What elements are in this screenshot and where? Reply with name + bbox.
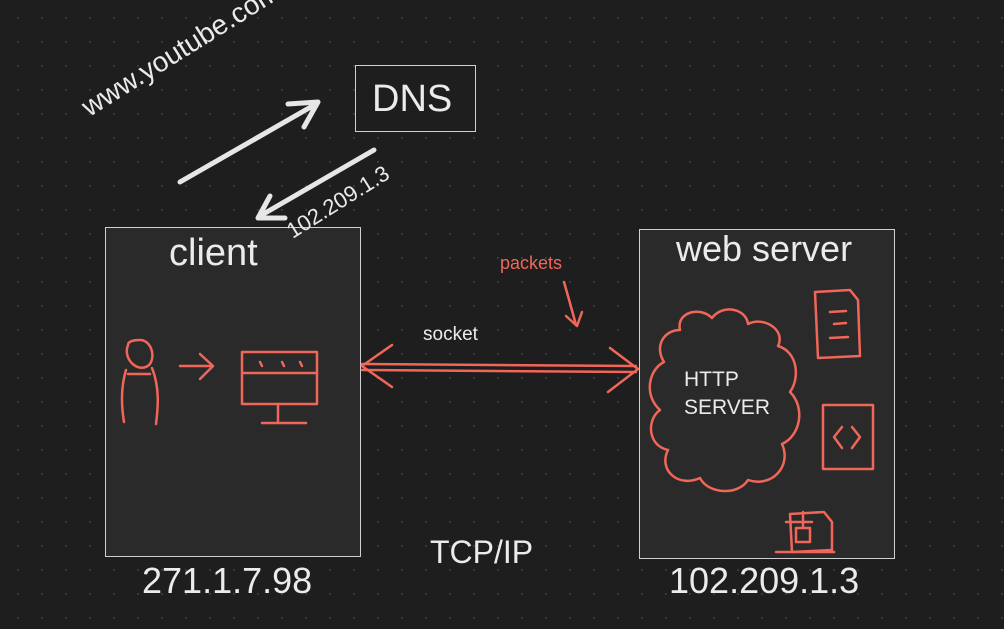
database-icon (774, 510, 836, 554)
person-icon (120, 338, 159, 426)
socket-label: socket (423, 324, 478, 345)
http-server-cloud (648, 308, 801, 493)
request-arrow (177, 99, 321, 185)
server-box (639, 229, 895, 559)
small-arrow-icon (178, 352, 215, 381)
code-file-icon (821, 403, 875, 471)
dns-label: DNS (372, 78, 453, 120)
dns-box (355, 65, 476, 132)
protocol-label: TCP/IP (430, 534, 534, 570)
client-title: client (169, 232, 258, 274)
document-icon (813, 288, 862, 360)
socket-arrow (360, 343, 640, 394)
response-arrow (255, 147, 377, 221)
packets-arrow (562, 280, 584, 328)
client-ip: 271.1.7.98 (142, 560, 313, 601)
server-title: web server (676, 228, 853, 269)
client-box (105, 227, 361, 557)
http-server-line2: SERVER (684, 396, 770, 419)
http-server-line1: HTTP (684, 368, 739, 391)
server-ip: 102.209.1.3 (669, 560, 860, 601)
packets-label: packets (500, 253, 563, 273)
browser-computer-icon (240, 350, 319, 425)
